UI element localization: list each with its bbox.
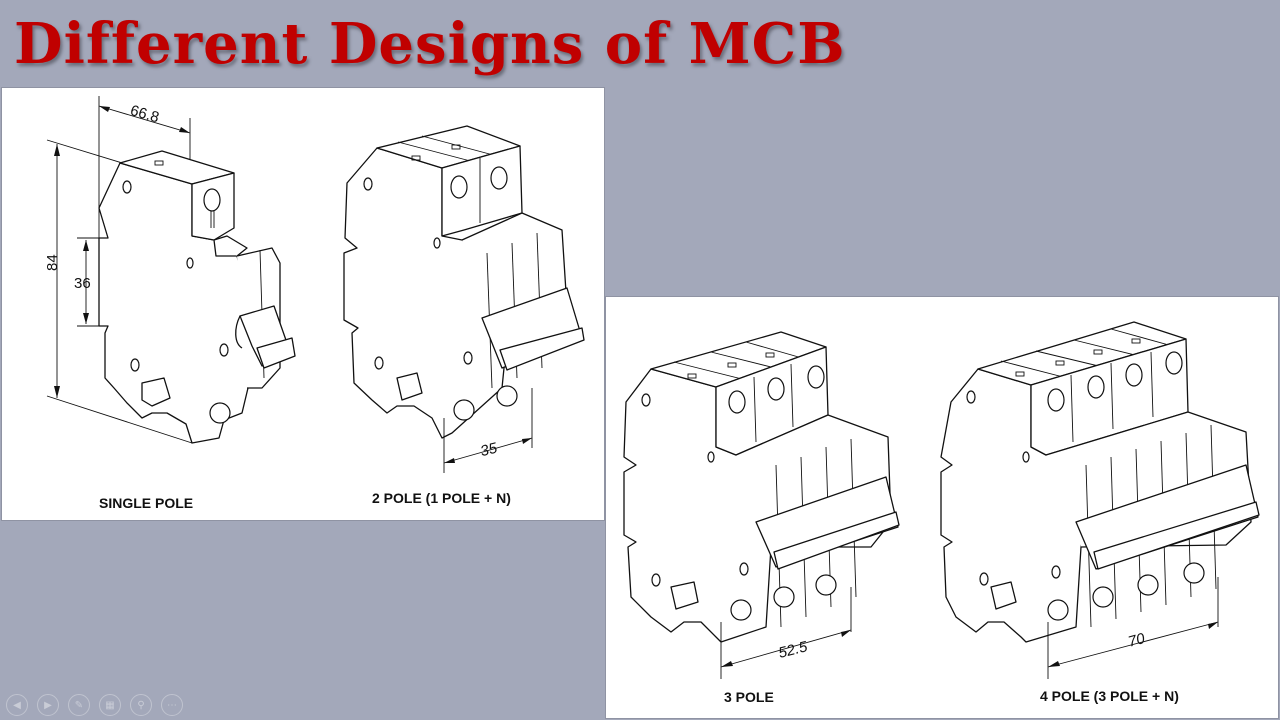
mcb-drawing-single-and-two-pole: 66.8 84 36 [44, 96, 585, 473]
arrow-right-icon: ▶ [44, 699, 52, 711]
more-options-button[interactable]: ⋯ [161, 694, 183, 716]
dim-rail-label: 36 [74, 275, 91, 292]
pen-icon: ✎ [74, 699, 84, 711]
dim-width-label: 66.8 [128, 102, 161, 126]
dim-height-label: 84 [44, 254, 61, 271]
top-diagram-panel: 66.8 84 36 [2, 88, 604, 520]
dim-pole-width-label: 70 [1126, 630, 1147, 651]
four-pole-mcb-drawing: 70 [940, 321, 1260, 679]
previous-slide-button[interactable]: ◀ [6, 694, 28, 716]
bottom-diagram-panel: 52.5 [606, 297, 1278, 718]
arrow-left-icon: ◀ [13, 699, 21, 711]
ellipsis-icon: ⋯ [167, 699, 177, 711]
dim-pole-width-label: 35 [479, 439, 500, 460]
caption-four-pole: 4 POLE (3 POLE + N) [1040, 688, 1179, 704]
caption-three-pole: 3 POLE [724, 689, 774, 705]
next-slide-button[interactable]: ▶ [37, 694, 59, 716]
pen-button[interactable]: ✎ [68, 694, 90, 716]
zoom-button[interactable]: ⚲ [130, 694, 152, 716]
caption-two-pole: 2 POLE (1 POLE + N) [372, 490, 511, 506]
mcb-drawing-three-and-four-pole: 52.5 [623, 321, 1260, 679]
slide-title: Different Designs of MCB [14, 11, 846, 77]
magnifier-icon: ⚲ [137, 699, 145, 711]
two-pole-mcb-drawing: 35 [343, 125, 585, 473]
presenter-toolbar: ◀ ▶ ✎ ▦ ⚲ ⋯ [6, 694, 183, 716]
three-pole-mcb-drawing: 52.5 [623, 331, 900, 679]
single-pole-mcb-drawing: 66.8 84 36 [44, 96, 296, 444]
see-all-slides-button[interactable]: ▦ [99, 694, 121, 716]
dim-pole-width-label: 52.5 [777, 638, 810, 662]
slides-grid-icon: ▦ [105, 699, 115, 711]
caption-single-pole: SINGLE POLE [99, 495, 194, 511]
